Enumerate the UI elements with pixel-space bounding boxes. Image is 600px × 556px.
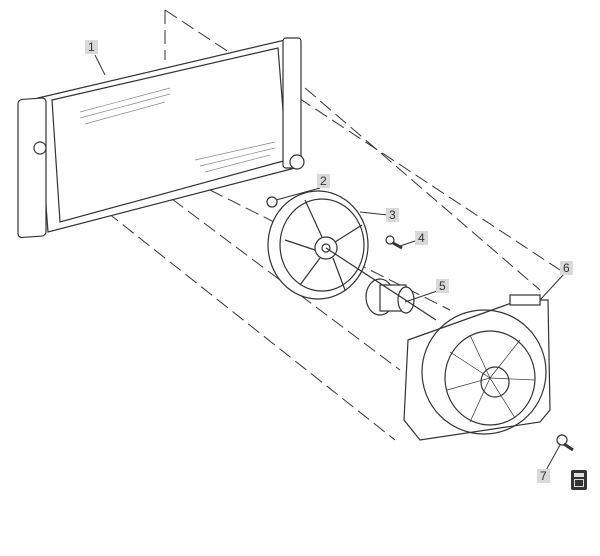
nut [266,196,278,208]
document-icon [571,470,587,490]
callout-label: 5 [436,279,449,293]
fan-blade [267,190,369,300]
bolt [385,235,403,250]
callout-label: 1 [85,40,98,54]
fan-shroud [403,294,551,441]
callout-label: 7 [537,469,550,483]
bolt [556,434,574,452]
callout-label: 4 [415,231,428,245]
callout-label: 6 [560,261,573,275]
fan-motor [325,247,437,321]
callout-label: 2 [317,174,330,188]
callout-label: 3 [386,208,399,222]
radiator [17,37,305,239]
